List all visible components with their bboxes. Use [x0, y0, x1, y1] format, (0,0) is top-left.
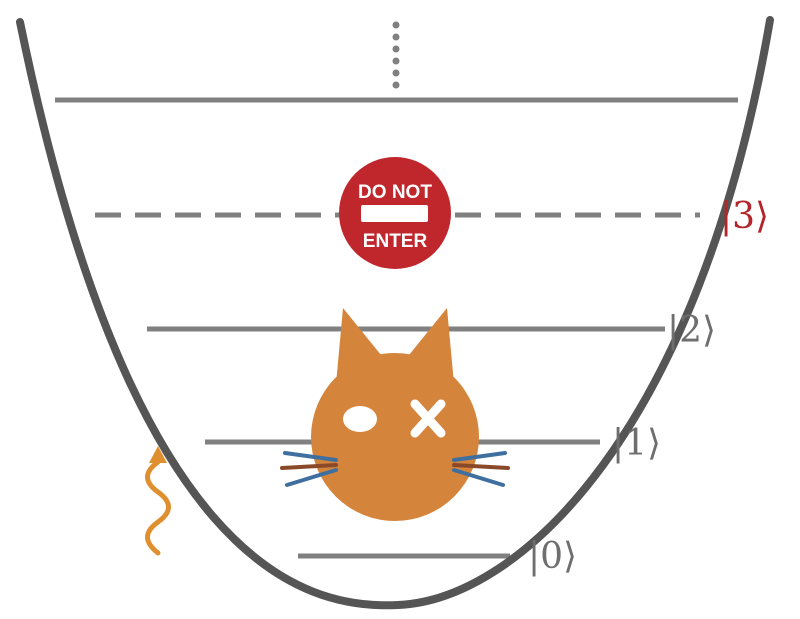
state-label-3: |3⟩: [720, 196, 769, 237]
wavy-arrow-icon: [145, 446, 171, 556]
sign-text-bottom: ENTER: [363, 231, 428, 252]
cat-whiskers: [280, 451, 510, 487]
state-label-1: |1⟩: [612, 423, 661, 464]
state-label-2: |2⟩: [667, 310, 716, 351]
cat-eye-icon: [343, 406, 377, 432]
potential-well-curve: [16, 16, 774, 610]
continuation-dots: [392, 21, 400, 89]
state-label-0: |0⟩: [528, 536, 577, 577]
sign-text-top: DO NOT: [358, 182, 432, 203]
cat-face-icon: [280, 308, 510, 521]
cat-x-eye-icon: [410, 399, 446, 438]
no-entry-sign-icon: DO NOT ENTER: [339, 157, 451, 269]
